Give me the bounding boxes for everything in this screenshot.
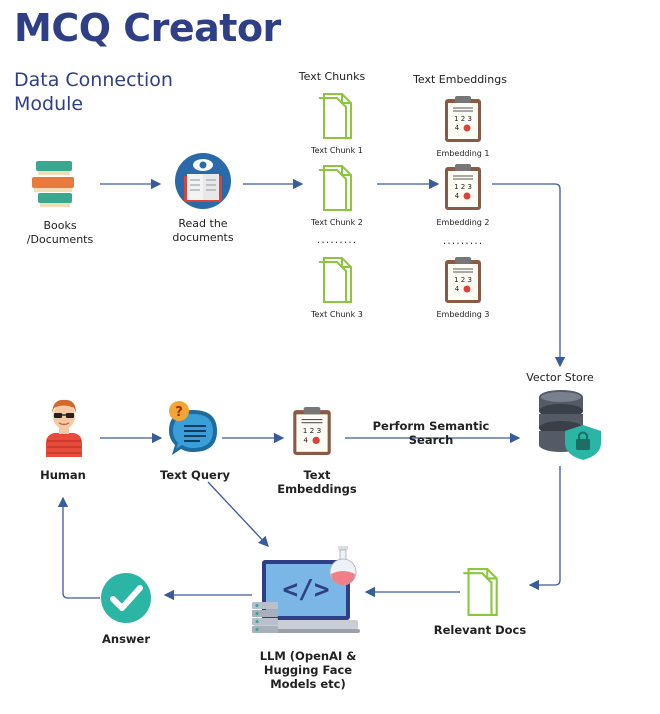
clipboard-icon: 1 2 3 4 <box>445 257 481 303</box>
books-icon <box>32 161 74 207</box>
relevant-docs-label: Relevant Docs <box>433 623 527 637</box>
arrow-answer-to-human <box>57 496 100 599</box>
svg-text:4: 4 <box>455 192 460 200</box>
clipboard-icon: 1 2 3 4 <box>445 164 481 210</box>
chunks-ellipsis: ......... <box>316 233 358 246</box>
person-icon <box>46 399 82 457</box>
check-icon <box>101 573 151 623</box>
text-embeddings-label: Text Embeddings <box>277 468 357 496</box>
reading-eye-icon <box>175 153 231 209</box>
text-chunks-heading: Text Chunks <box>298 70 366 83</box>
arrow-store-to-docs <box>528 466 561 591</box>
embedding-3-label: Embedding 3 <box>436 310 490 319</box>
document-icon <box>319 93 352 139</box>
arrow-embeddings-to-store <box>492 183 566 368</box>
svg-text:1 2 3: 1 2 3 <box>454 183 472 191</box>
svg-text:?: ? <box>175 405 183 420</box>
human-label: Human <box>40 468 86 482</box>
chat-question-icon: ? <box>169 401 217 455</box>
text-query-label: Text Query <box>160 468 230 482</box>
svg-text:4: 4 <box>455 285 460 293</box>
books-label: Books/Documents <box>26 219 94 246</box>
semantic-search-label: Perform Semantic Search <box>372 419 490 447</box>
svg-text:4: 4 <box>303 435 308 444</box>
clipboard-icon: 1 2 3 4 <box>293 407 331 455</box>
text-chunk-2-label: Text Chunk 2 <box>311 218 363 227</box>
svg-text:</>: </> <box>283 575 330 605</box>
document-icon <box>463 568 498 616</box>
svg-text:1 2 3: 1 2 3 <box>303 426 322 435</box>
page-title: MCQ Creator <box>14 6 281 50</box>
text-chunk-1-label: Text Chunk 1 <box>311 146 363 155</box>
clipboard-icon: 1 2 3 4 <box>445 96 481 142</box>
embedding-1-label: Embedding 1 <box>436 149 490 158</box>
text-chunk-3-label: Text Chunk 3 <box>311 310 363 319</box>
embedding-2-label: Embedding 2 <box>436 218 490 227</box>
embeddings-ellipsis: ......... <box>442 234 484 247</box>
database-lock-icon <box>539 390 601 460</box>
document-icon <box>319 165 352 211</box>
svg-text:1 2 3: 1 2 3 <box>454 115 472 123</box>
vector-store-label: Vector Store <box>526 371 594 384</box>
answer-label: Answer <box>101 632 151 646</box>
text-embeddings-heading: Text Embeddings <box>413 73 507 86</box>
arrow-query-to-llm <box>207 481 269 547</box>
svg-text:1 2 3: 1 2 3 <box>454 276 472 284</box>
document-icon <box>319 257 352 303</box>
laptop-code-icon: </> <box>252 546 360 633</box>
svg-text:4: 4 <box>455 124 460 132</box>
